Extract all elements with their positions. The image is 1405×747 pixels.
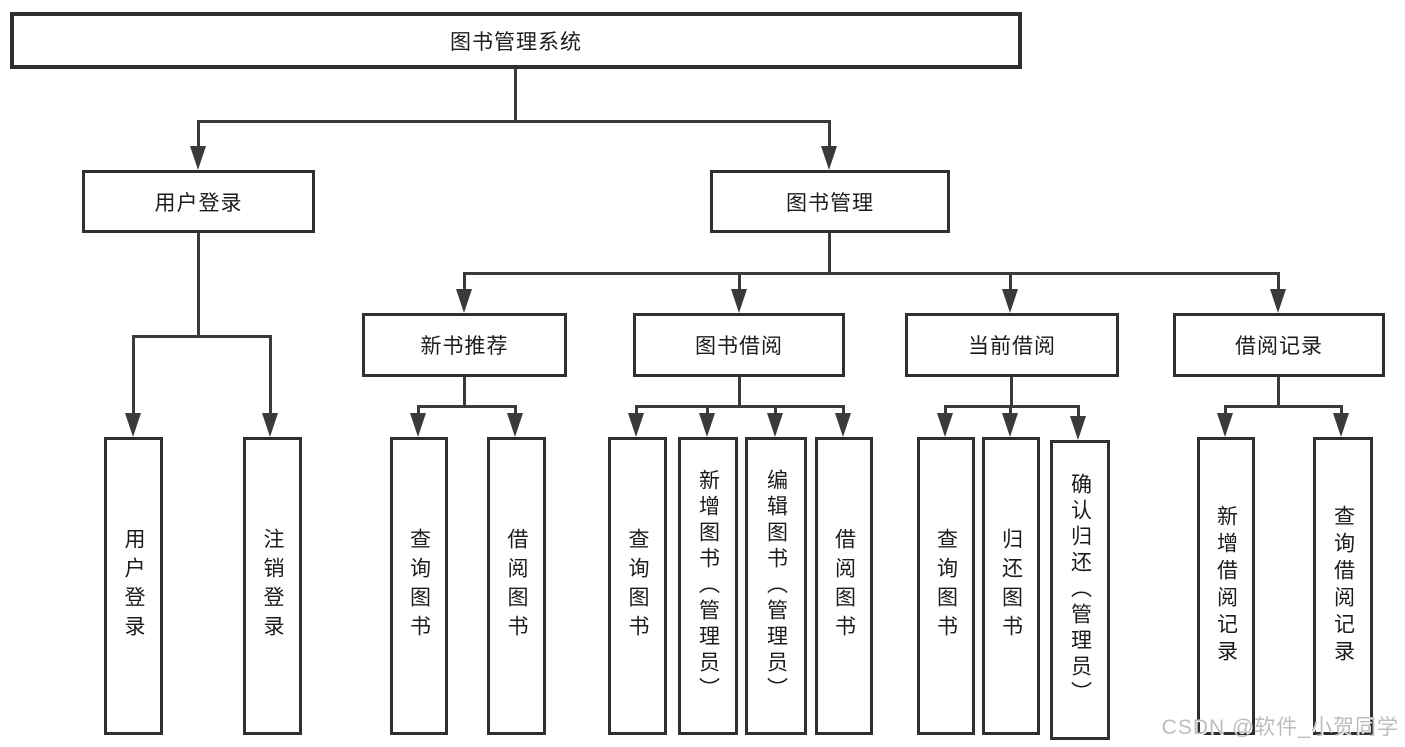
arrow-down-icon (835, 413, 851, 437)
connector-vline (1224, 405, 1227, 417)
arrow-down-icon (410, 413, 426, 437)
leaf-label: 查询图书 (934, 528, 958, 644)
leaf-label: 确认归还（管理员） (1068, 473, 1092, 707)
arrow-down-icon (1333, 413, 1349, 437)
node-label: 图书借阅 (695, 335, 783, 358)
connector-vline (828, 120, 831, 150)
connector-vline (944, 405, 947, 417)
connector-vline (1077, 405, 1080, 417)
connector-hline (197, 120, 831, 123)
leaf-confirm-return-admin: 确认归还（管理员） (1050, 440, 1110, 740)
node-library-management-system: 图书管理系统 (10, 12, 1022, 69)
leaf-borrow-books-1: 借阅图书 (487, 437, 546, 735)
node-label: 用户登录 (154, 191, 243, 215)
connector-vline (514, 405, 517, 417)
leaf-query-books-3: 查询图书 (917, 437, 975, 735)
connector-hline (132, 335, 272, 338)
node-current-borrowing: 当前借阅 (905, 313, 1119, 377)
arrow-down-icon (731, 289, 747, 313)
arrow-down-icon (456, 289, 472, 313)
leaf-label: 查询借阅记录 (1331, 505, 1355, 667)
connector-hline (463, 272, 1280, 275)
arrow-down-icon (507, 413, 523, 437)
node-book-borrowing: 图书借阅 (633, 313, 845, 377)
leaf-query-books-1: 查询图书 (390, 437, 448, 735)
connector-vline (1277, 272, 1280, 292)
connector-hline (944, 405, 1080, 408)
connector-vline (738, 377, 741, 405)
connector-vline (269, 335, 272, 415)
connector-vline (463, 377, 466, 405)
node-label: 新书推荐 (420, 335, 509, 358)
connector-vline (132, 335, 135, 415)
arrow-down-icon (767, 413, 783, 437)
leaf-label: 新增图书（管理员） (696, 469, 720, 703)
leaf-borrow-books-2: 借阅图书 (815, 437, 873, 735)
leaf-logout: 注销登录 (243, 437, 302, 735)
node-label: 当前借阅 (968, 335, 1056, 358)
arrow-down-icon (1217, 413, 1233, 437)
arrow-down-icon (1270, 289, 1286, 313)
leaf-query-books-2: 查询图书 (608, 437, 667, 735)
connector-vline (774, 405, 777, 417)
connector-vline (197, 120, 200, 150)
leaf-label: 用户登录 (122, 528, 145, 644)
arrow-down-icon (1070, 416, 1086, 440)
leaf-edit-books-admin: 编辑图书（管理员） (745, 437, 807, 735)
arrow-down-icon (699, 413, 715, 437)
node-new-book-recommend: 新书推荐 (362, 313, 567, 377)
connector-hline (417, 405, 517, 408)
arrow-down-icon (125, 413, 141, 437)
connector-vline (635, 405, 638, 417)
leaf-query-borrow-record: 查询借阅记录 (1313, 437, 1373, 735)
node-label: 图书管理系统 (450, 30, 582, 54)
connector-vline (1009, 272, 1012, 292)
connector-vline (1277, 377, 1280, 405)
connector-vline (1010, 377, 1013, 405)
node-borrowing-records: 借阅记录 (1173, 313, 1385, 377)
node-label: 借阅记录 (1235, 335, 1323, 358)
leaf-label: 借阅图书 (832, 528, 856, 644)
connector-vline (842, 405, 845, 417)
arrow-down-icon (190, 146, 206, 170)
leaf-add-borrow-record: 新增借阅记录 (1197, 437, 1255, 735)
connector-vline (828, 233, 831, 272)
arrow-down-icon (1002, 413, 1018, 437)
leaf-label: 查询图书 (626, 528, 649, 644)
node-user-login: 用户登录 (82, 170, 315, 233)
leaf-user-login: 用户登录 (104, 437, 163, 735)
leaf-label: 编辑图书（管理员） (764, 469, 788, 703)
arrow-down-icon (937, 413, 953, 437)
node-label: 图书管理 (786, 191, 874, 215)
connector-vline (417, 405, 420, 417)
connector-hline (1224, 405, 1342, 408)
arrow-down-icon (628, 413, 644, 437)
connector-vline (463, 272, 466, 292)
node-book-management: 图书管理 (710, 170, 950, 233)
leaf-label: 注销登录 (261, 528, 284, 644)
watermark: CSDN @软件_小贺同学 (1161, 716, 1399, 739)
leaf-label: 借阅图书 (505, 528, 528, 644)
arrow-down-icon (1002, 289, 1018, 313)
connector-vline (197, 233, 200, 335)
arrow-down-icon (821, 146, 837, 170)
leaf-label: 归还图书 (999, 528, 1023, 644)
connector-vline (738, 272, 741, 292)
connector-hline (635, 405, 843, 408)
leaf-return-books: 归还图书 (982, 437, 1040, 735)
connector-vline (1009, 405, 1012, 417)
leaf-label: 查询图书 (407, 528, 431, 644)
connector-vline (706, 405, 709, 417)
arrow-down-icon (262, 413, 278, 437)
connector-vline (1340, 405, 1343, 417)
leaf-add-books-admin: 新增图书（管理员） (678, 437, 738, 735)
leaf-label: 新增借阅记录 (1214, 505, 1238, 667)
connector-vline (514, 68, 517, 121)
